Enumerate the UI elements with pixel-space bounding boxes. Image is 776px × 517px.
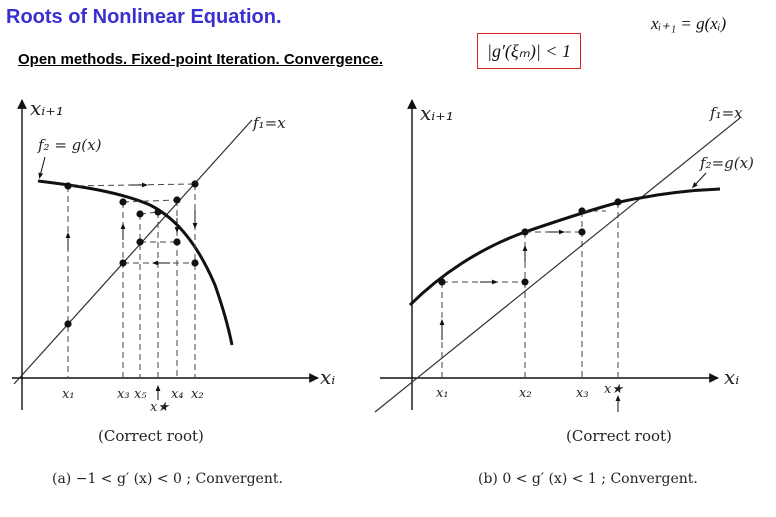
panel-a-tick-x2: x₂	[191, 387, 204, 402]
panel-a-points	[64, 180, 199, 328]
panel-a-tick-x5: x₅	[134, 387, 147, 402]
panel-b-tick-x1: x₁	[436, 386, 449, 401]
panel-a-curve-label: f₂ = g(x)	[37, 136, 102, 154]
panel-a-tick-x4: x₄	[171, 387, 184, 402]
panel-b-correct-root: (Correct root)	[566, 427, 672, 445]
panel-b: xᵢ₊₁ xᵢ f₁=x f₂=g(x) x₁ x₂ x₃ x★ (Correc…	[374, 99, 754, 487]
panel-b-curve-label: f₂=g(x)	[699, 154, 754, 172]
panel-b-arrows	[439, 229, 621, 412]
panel-a-g-curve	[37, 179, 234, 346]
page-title: Roots of Nonlinear Equation.	[6, 6, 282, 28]
panel-a-curve-pointer	[38, 156, 46, 179]
panel-b-g-curve	[408, 187, 721, 307]
panel-b-line-label: f₁=x	[709, 104, 743, 122]
panel-b-x-axis-label: xᵢ	[724, 365, 739, 389]
panel-a-drop-lines	[67, 184, 196, 378]
panel-a-tick-x3: x₃	[117, 387, 130, 402]
panel-a-arrows	[65, 182, 198, 400]
panel-a-correct-root: (Correct root)	[98, 427, 204, 445]
panel-b-tick-x3: x₃	[576, 386, 589, 401]
panel-a-identity-line	[13, 119, 253, 385]
panel-a-root-label: x★	[150, 400, 170, 415]
iteration-formula: xᵢ₊₁ = g(xᵢ)	[651, 14, 727, 33]
panel-b-points	[438, 198, 622, 286]
panel-a: xᵢ₊₁ xᵢ f₁=x f₂ = g(x) x₁ x₃ x₅ x₄ x₂ x★…	[12, 96, 335, 487]
panel-b-y-axis-label: xᵢ₊₁	[420, 101, 454, 125]
panel-b-root-label: x★	[604, 382, 624, 397]
page-subtitle: Open methods. Fixed-point Iteration. Con…	[18, 51, 384, 68]
panel-b-caption: (b) 0 < g′ (x) < 1 ; Convergent.	[478, 471, 698, 487]
panel-a-x-axis-label: xᵢ	[320, 365, 335, 389]
panel-b-curve-pointer	[691, 172, 707, 189]
panel-b-tick-x2: x₂	[519, 386, 532, 401]
panel-b-drop-lines	[441, 202, 619, 378]
panel-a-caption: (a) −1 < g′ (x) < 0 ; Convergent.	[52, 471, 283, 487]
panel-b-identity-line	[374, 117, 741, 413]
panel-a-tick-x1: x₁	[62, 387, 75, 402]
panel-a-y-axis-label: xᵢ₊₁	[30, 96, 64, 120]
panel-a-line-label: f₁=x	[252, 114, 286, 132]
convergence-condition: |g′(ξₘ)| < 1	[487, 40, 571, 61]
convergence-condition-box: |g′(ξₘ)| < 1	[477, 33, 581, 69]
